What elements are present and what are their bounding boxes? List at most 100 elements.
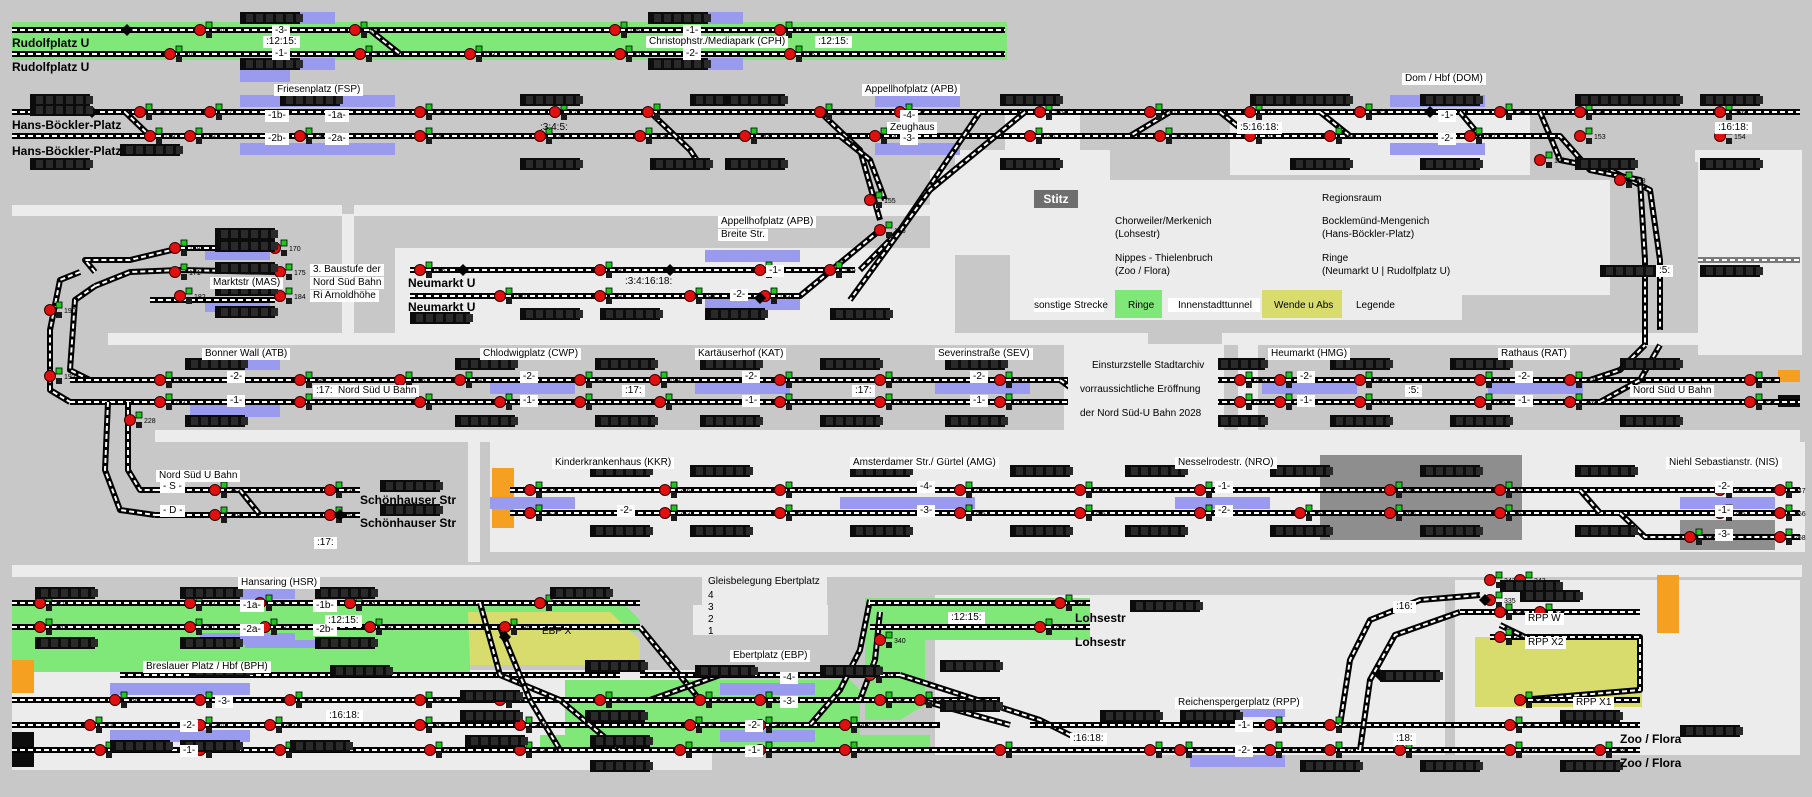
display-digit (1286, 467, 1293, 475)
display-digit (721, 667, 728, 675)
station-bph: Breslauer Platz / Hbf (BPH) (143, 661, 271, 673)
signal-light-red (294, 374, 306, 386)
display-digit (706, 467, 713, 475)
display-digit (306, 96, 313, 104)
station-cph: Christophstr./Mediapark (CPH) (646, 36, 789, 48)
display-digit (51, 639, 58, 647)
display-digit (631, 417, 638, 425)
signal-aspect-green (425, 691, 433, 699)
signal-number: 296 (774, 698, 786, 705)
signal-number: 145 (889, 134, 901, 141)
display-digit (866, 467, 873, 475)
signal-aspect-green (220, 481, 228, 489)
display-digit (296, 14, 303, 22)
display-digit (606, 310, 613, 318)
signal-aspect-green (1785, 528, 1793, 536)
display-digit (1591, 527, 1598, 535)
track-label: -1- (766, 265, 785, 277)
signal-light-red (1504, 719, 1516, 731)
track-ties (84, 247, 275, 273)
signal-number: 105 (629, 28, 641, 35)
display-digit (1436, 96, 1443, 104)
signal-aspect-green (1035, 127, 1043, 135)
display-digit (856, 417, 863, 425)
signal-light-red (954, 484, 966, 496)
display-digit (856, 360, 863, 368)
signal-number: 272 (204, 601, 216, 608)
display-digit (1316, 160, 1323, 168)
signal-aspect-dark (1246, 382, 1252, 388)
station-atb: Bonner Wall (ATB) (202, 348, 291, 360)
station-ebp: Ebertplatz (EBP) (730, 650, 811, 662)
display-digit (481, 417, 488, 425)
display-digit (216, 639, 223, 647)
station-zoo-flora-upper: Zoo / Flora (1620, 732, 1682, 746)
station-schoenhauser-lower: Schönhauser Str (360, 516, 457, 530)
signal-aspect-green (785, 481, 793, 489)
display-digit (876, 467, 883, 475)
signal-number: 156 (894, 228, 906, 235)
signal-aspect-dark (186, 298, 192, 304)
signal-number: 332 (1414, 748, 1426, 755)
display-digit (601, 662, 608, 670)
signal-number: 216 (514, 400, 526, 407)
signal-aspect-dark (196, 605, 202, 611)
display-digit (56, 160, 63, 168)
signal-aspect-dark (786, 404, 792, 410)
display-digit (1426, 527, 1433, 535)
track-label: -2b- (313, 624, 337, 636)
display-digit (61, 639, 68, 647)
signal-aspect-green (1335, 741, 1343, 749)
signal-light-red (494, 290, 506, 302)
display-digit (1516, 582, 1523, 590)
display-digit (1146, 602, 1153, 610)
display-digit (1256, 96, 1263, 104)
signal-light-red (864, 194, 876, 206)
display-digit (471, 417, 478, 425)
display-digit (41, 589, 48, 597)
display-digit (1636, 360, 1643, 368)
display-digit (286, 96, 293, 104)
display-digit (71, 589, 78, 597)
display-digit (1016, 160, 1023, 168)
signal-aspect-dark (306, 382, 312, 388)
signal-aspect-dark (1186, 752, 1192, 758)
display-digit (1066, 527, 1073, 535)
signal-aspect-green (660, 371, 668, 379)
display-digit (1506, 582, 1513, 590)
track-label: - S - (160, 481, 185, 493)
signal-aspect-green (205, 691, 213, 699)
signal-aspect-dark (646, 138, 652, 144)
signal-light-red (1324, 744, 1336, 756)
signal-number: 236 (679, 488, 691, 495)
signal-light-red (1464, 130, 1476, 142)
signal-number: 302 (284, 723, 296, 730)
display-digit (201, 360, 208, 368)
display-digit (1366, 360, 1373, 368)
display-digit (1456, 762, 1463, 770)
signal-aspect-dark (1396, 492, 1402, 498)
display-digit (1251, 417, 1258, 425)
display-digit (1366, 417, 1373, 425)
display-digit (41, 639, 48, 647)
display-digit (1161, 467, 1168, 475)
display-digit (316, 96, 323, 104)
signal-aspect-dark (666, 404, 672, 410)
display-digit (491, 737, 498, 745)
display-digit (1166, 602, 1173, 610)
display-digit (461, 360, 468, 368)
display-digit (961, 417, 968, 425)
display-digit (646, 310, 653, 318)
signal-aspect-green (620, 21, 628, 29)
signal-aspect-green (335, 481, 343, 489)
track-ties (104, 401, 156, 516)
display-digit (116, 742, 123, 750)
display-digit (426, 482, 433, 490)
signal-light-red (774, 507, 786, 519)
shunt-signal-icon (121, 24, 133, 36)
track-label: -1- (180, 745, 199, 757)
signal-aspect-dark (506, 404, 512, 410)
signal-number: 201 (894, 378, 906, 385)
signal-number: 312 (444, 748, 456, 755)
display-digit (366, 667, 373, 675)
